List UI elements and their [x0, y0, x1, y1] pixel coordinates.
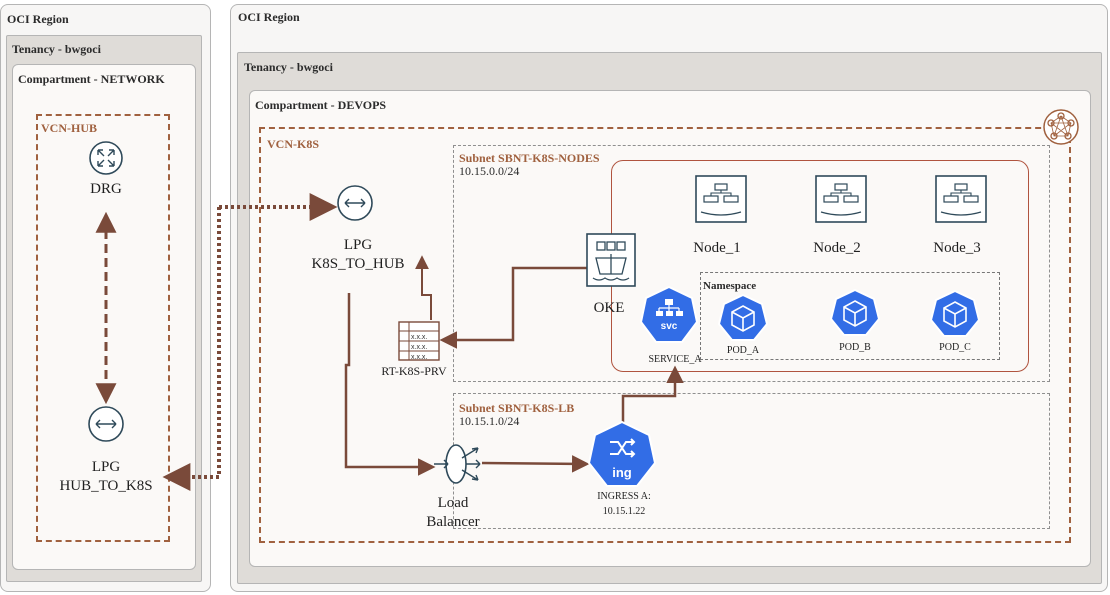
vcn-hub — [36, 114, 170, 542]
lpg-k8s-icon — [337, 185, 373, 221]
service-icon: svc — [639, 285, 699, 343]
left-compartment-label: Compartment - NETWORK — [18, 72, 165, 86]
route-table-cell-1: x.x.x. — [411, 334, 427, 341]
pod-c-icon — [929, 289, 981, 337]
lpg-k8s-label-2: K8S_TO_HUB — [311, 256, 405, 272]
oke-icon — [586, 233, 636, 287]
pod-a-icon — [717, 293, 769, 341]
lpg-hub-icon — [88, 406, 124, 442]
route-table-cell-2: x.x.x. — [411, 344, 427, 351]
load-balancer-label-2: Balancer — [426, 514, 480, 530]
vcn-hub-label: VCN-HUB — [41, 121, 97, 135]
subnet-nodes — [453, 145, 1050, 382]
lpg-hub-label-2: HUB_TO_K8S — [59, 478, 153, 494]
node-3-label: Node_3 — [933, 240, 981, 256]
subnet-lb-cidr: 10.15.1.0/24 — [459, 414, 520, 428]
ingress-label-1: INGRESS A: — [597, 491, 651, 502]
route-table-label: RT-K8S-PRV — [381, 364, 447, 378]
pod-a-label: POD_A — [726, 345, 760, 356]
node-2-label: Node_2 — [813, 240, 861, 256]
route-table-icon: x.x.x. x.x.x. x.x.x. — [398, 321, 440, 361]
rt-lpg-link — [415, 255, 432, 320]
pod-b-icon — [829, 288, 881, 336]
ingress-icon: ing — [587, 420, 657, 487]
ingress-service-link — [621, 365, 684, 423]
subnet-nodes-cidr: 10.15.0.0/24 — [459, 164, 520, 178]
left-region-label: OCI Region — [7, 12, 69, 26]
ingress-label-2: 10.15.1.22 — [602, 506, 646, 517]
lpg-k8s-label-1: LPG — [343, 237, 373, 253]
lpg-lb-link — [344, 293, 436, 476]
right-compartment-label: Compartment - DEVOPS — [255, 98, 387, 112]
service-badge: svc — [661, 321, 678, 332]
oke-rt-link — [439, 266, 590, 349]
drg-icon — [89, 141, 123, 175]
load-balancer-label-1: Load — [437, 495, 469, 511]
pod-b-label: POD_B — [839, 342, 871, 353]
subnet-lb-name: Subnet SBNT-K8S-LB — [459, 401, 575, 415]
node-2-icon — [815, 175, 867, 223]
right-tenancy-label: Tenancy - bwgoci — [244, 60, 333, 74]
left-tenancy-label: Tenancy - bwgoci — [12, 42, 101, 56]
node-1-icon — [695, 175, 747, 223]
node-1-label: Node_1 — [693, 240, 741, 256]
vcn-k8s-label: VCN-K8S — [267, 137, 320, 151]
namespace-label: Namespace — [703, 280, 757, 292]
lpg-hub-label-1: LPG — [91, 459, 121, 475]
pod-c-label: POD_C — [939, 342, 971, 353]
right-region-label: OCI Region — [238, 10, 300, 24]
oke-label: OKE — [593, 300, 625, 316]
route-table-cell-3: x.x.x. — [411, 354, 427, 361]
node-3-icon — [935, 175, 987, 223]
load-balancer-icon — [434, 444, 481, 484]
drg-label: DRG — [90, 181, 122, 197]
service-label: SERVICE_A — [648, 354, 702, 365]
vcn-k8s — [259, 127, 1071, 543]
subnet-nodes-name: Subnet SBNT-K8S-NODES — [459, 151, 600, 165]
ingress-badge: ing — [612, 465, 632, 480]
namespace-box — [700, 272, 1000, 360]
lb-ingress-link — [481, 455, 590, 473]
peering-link-left — [162, 207, 221, 491]
vcn-network-icon — [1043, 109, 1079, 145]
